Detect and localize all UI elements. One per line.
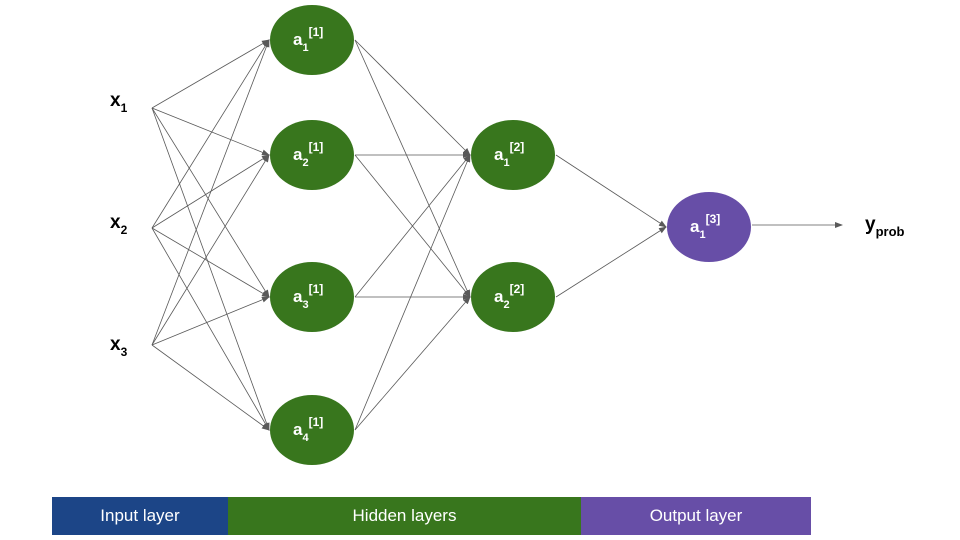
edge-h2n2-out bbox=[555, 226, 667, 298]
edge-x1-h1n4 bbox=[151, 107, 270, 431]
edge-h1n4-h2n1 bbox=[354, 154, 471, 431]
legend-hidden-layers: Hidden layers bbox=[228, 497, 581, 535]
input-label-x2: x2 bbox=[110, 212, 128, 237]
connections bbox=[151, 39, 843, 431]
input-label-x1: x1 bbox=[110, 90, 128, 115]
output-label-yprob: yprob bbox=[865, 214, 905, 239]
edge-x3-h1n4 bbox=[151, 344, 270, 431]
hidden-node-a1-1: a1[1] bbox=[270, 5, 354, 75]
svg-text:a4[1]: a4[1] bbox=[293, 415, 323, 444]
edge-h1n1-h2n2 bbox=[354, 39, 471, 298]
edge-x1-h1n2 bbox=[151, 107, 270, 156]
edge-h1n3-h2n1 bbox=[354, 154, 471, 298]
edge-h2n1-out bbox=[555, 154, 667, 228]
input-label-x3: x3 bbox=[110, 334, 128, 359]
edge-h1n1-h2n1 bbox=[354, 39, 471, 156]
edge-x1-h1n3 bbox=[151, 107, 270, 298]
hidden-node-a3-1: a3[1] bbox=[270, 262, 354, 332]
svg-text:a1[2]: a1[2] bbox=[494, 140, 524, 169]
edge-x1-h1n1 bbox=[151, 39, 270, 109]
edge-x2-h1n3 bbox=[151, 227, 270, 298]
svg-text:a2[1]: a2[1] bbox=[293, 140, 323, 169]
edge-x3-h1n2 bbox=[151, 154, 270, 346]
edge-h1n4-h2n2 bbox=[354, 296, 471, 431]
edge-x3-h1n3 bbox=[151, 296, 270, 346]
svg-text:a3[1]: a3[1] bbox=[293, 282, 323, 311]
svg-text:a1[3]: a1[3] bbox=[690, 212, 720, 241]
hidden-node-a1-2: a1[2] bbox=[471, 120, 555, 190]
hidden-node-a2-1: a2[1] bbox=[270, 120, 354, 190]
svg-text:a2[2]: a2[2] bbox=[494, 282, 524, 311]
output-node-a1-3: a1[3] bbox=[667, 192, 751, 262]
hidden-node-a2-2: a2[2] bbox=[471, 262, 555, 332]
legend-input-layer: Input layer bbox=[52, 497, 228, 535]
svg-text:a1[1]: a1[1] bbox=[293, 25, 323, 54]
legend-output-layer: Output layer bbox=[581, 497, 811, 535]
edge-x2-h1n4 bbox=[151, 227, 270, 431]
edge-x2-h1n1 bbox=[151, 39, 270, 229]
hidden-node-a4-1: a4[1] bbox=[270, 395, 354, 465]
edge-x3-h1n1 bbox=[151, 39, 270, 346]
